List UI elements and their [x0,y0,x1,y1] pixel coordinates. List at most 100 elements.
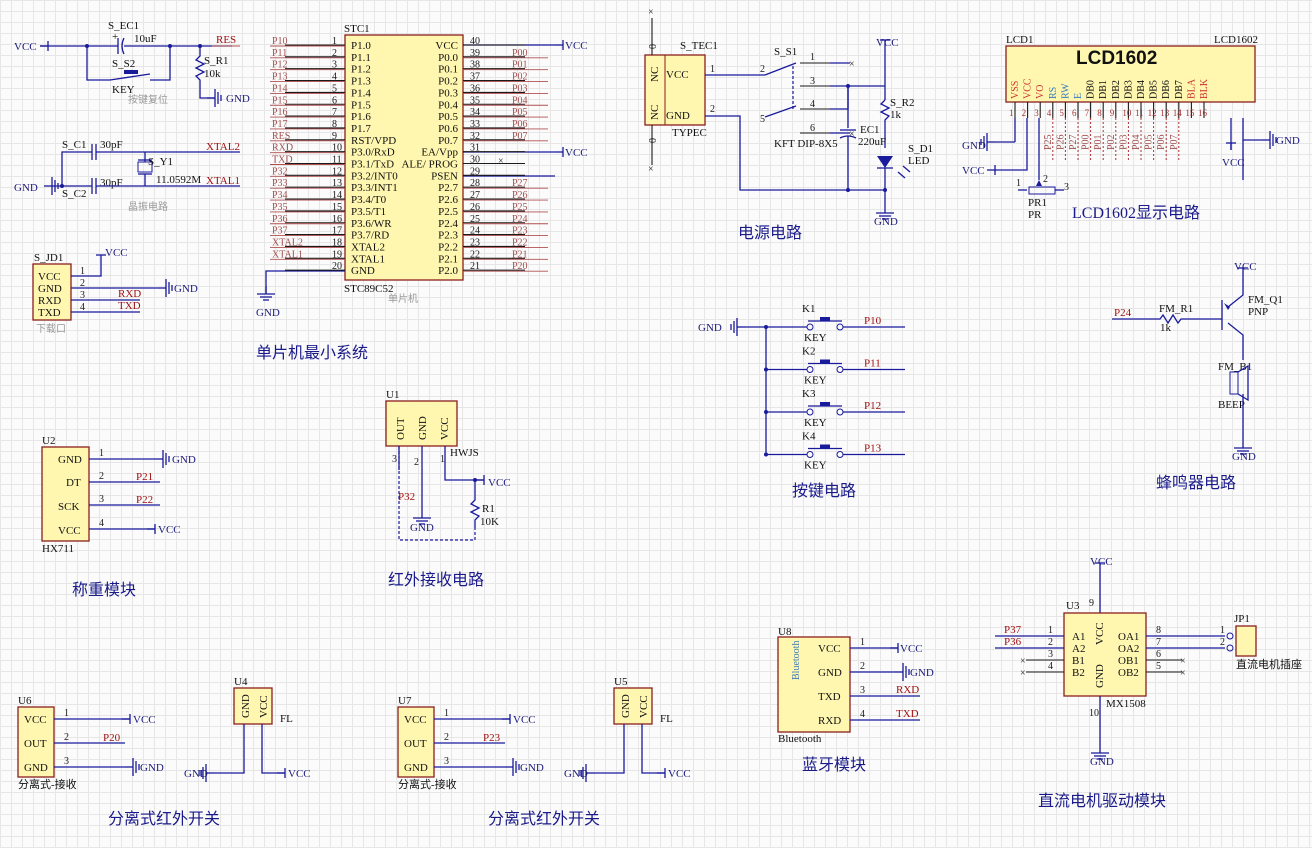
mcu-right-num-18: 23 [470,237,480,248]
mcu-right-num-8: 33 [470,119,480,130]
mcu-left-pin-17: P3.7/RD [351,230,389,242]
crystal-y-ref: S_Y1 [148,156,173,168]
bt-caption: 蓝牙模块 [802,756,866,774]
mcu-right-num-13: 28 [470,178,480,189]
lcd-num-11: 11 [1135,108,1144,118]
power-sw-part: KFT DIP-8X5 [774,138,838,150]
svg-text:×: × [1020,656,1026,667]
mcu-left-pin-4: P1.3 [351,76,371,88]
lcd-num-14: 14 [1173,108,1183,118]
lcd-net-12: P05 [1144,134,1155,150]
net-label-gnd-ir: GND [410,522,434,534]
mcu-right-net-5: P03 [512,83,528,94]
lcd-net-9: P02 [1106,134,1117,150]
lcd-pin-12: DB5 [1149,80,1160,99]
net-label-vcc-s1tx: VCC [288,768,311,780]
ir-ref: U1 [386,389,399,401]
key-contact [806,323,814,331]
ir-r-val: 10K [480,516,499,528]
net-label-gnd-lcd: GND [962,140,986,152]
net-label-txd-bt: TXD [896,708,919,720]
lcd-pin-6: E [1073,93,1084,99]
motor-nr-5: 5 [1156,661,1161,672]
lcd-pin-8: DB1 [1098,80,1109,99]
key-ref-1: K1 [802,303,815,315]
power-nc-2: NC [649,105,661,120]
crystal-c2-ref: S_C2 [62,188,86,200]
svg-text:×: × [648,164,654,175]
mcu-right-pin-12: PSEN [431,170,458,182]
mcu-right-num-14: 27 [470,190,480,201]
lcd-pin-7: DB0 [1086,80,1097,99]
power-res-ref: S_R2 [890,97,914,109]
mcu-right-pin-11: ALE/ PROG [401,159,458,171]
key-junction [764,452,768,457]
mcu-right-net-17: P23 [512,226,528,237]
motor-n9: 9 [1089,598,1094,609]
net-label-gnd-pwr: GND [874,216,898,228]
mcu-right-net-2: P00 [512,48,528,59]
motor-oa2: OA2 [1118,643,1139,655]
mcu-left-pin-14: P3.4/T0 [351,194,387,206]
power-sw-2: 2 [760,64,765,75]
power-zero-2: 0 [648,138,659,143]
motor-b2: B2 [1072,667,1085,679]
ir-num-2: 2 [414,457,419,468]
lcd-num-5: 5 [1059,108,1064,118]
net-label-p37-mx: P37 [1004,624,1022,636]
mcu-left-pin-8: P1.7 [351,123,371,135]
bt-part: Bluetooth [778,733,822,745]
lcd-num-2: 2 [1022,108,1027,118]
key-contact [806,366,814,373]
mcu-left-net-18: XTAL2 [272,237,303,248]
mcu-left-net-1: P10 [272,36,288,47]
hx711-num-2: 2 [99,471,104,482]
power-led-val: LED [908,155,929,167]
mcu-right-num-9: 32 [470,131,480,142]
lcd-num-12: 12 [1148,108,1157,118]
net-label-vcc-bt: VCC [900,643,923,655]
mcu-stc89c52[interactable]: STC1 STC89C52 单片机 GND VCC VCC 单片机最小系统 P1… [256,23,588,362]
mcu-right-num-5: 36 [470,83,480,94]
mcu-right-net-13: P27 [512,178,528,189]
mcu-left-pin-1: P1.0 [351,40,371,52]
motor-oa1: OA1 [1118,631,1139,643]
mcu-right-num-3: 38 [470,60,480,71]
mcu-left-pin-3: P1.2 [351,64,371,76]
keys-caption: 按键电路 [792,482,856,500]
mcu-right-pin-20: P2.0 [438,265,458,277]
lcd1602-module[interactable]: LCD1 LCD1602 LCD1602 GND VCC 1 2 3 PR1 P… [962,34,1300,222]
mcu-left-pin-6: P1.5 [351,99,371,111]
key-circuit[interactable]: GND 按键电路 K1KEYP10K2KEYP11K3KEYP12K4KEYP1… [698,303,905,500]
lcd-pin-14: DB7 [1174,80,1185,99]
net-label-rxd-dl: RXD [118,288,141,300]
lcd-pot-2: 2 [1043,174,1048,185]
bt-pin-4: RXD [818,715,841,727]
irsw2-rx-pin-gnd: GND [404,762,428,774]
irsw2-tx-pin-vcc: VCC [638,695,650,718]
irsw1-caption: 分离式红外开关 [108,810,220,828]
svg-text:2: 2 [80,278,85,289]
motor-nl-2: 2 [1048,637,1053,648]
power-caption: 电源电路 [738,224,802,242]
key-cap [820,444,830,449]
download-caption: 下载口 [36,323,66,335]
net-label-vcc-s1: VCC [133,714,156,726]
key-ref-4: K4 [802,431,816,443]
buzzer-b-ref: FM_B1 [1218,361,1252,373]
download-ref: S_JD1 [34,252,63,264]
mcu-left-net-10: RXD [272,143,293,154]
power-led-ref: S_D1 [908,143,933,155]
mcu-right-pin-3: P0.1 [438,64,458,76]
irsw2-rx-pin-vcc: VCC [404,714,427,726]
svg-text:3: 3 [444,756,449,767]
key-val-1: KEY [804,332,827,344]
power-circuit: S_TEC1 VCC GND NC NC × × 0 0 TYPEC 1 2 S… [644,7,933,242]
bt-pin-1: VCC [818,643,841,655]
bt-pin-2: GND [818,667,842,679]
key-junction [764,410,768,414]
key-cap [820,317,830,321]
mcu-left-num-2: 2 [332,48,337,59]
